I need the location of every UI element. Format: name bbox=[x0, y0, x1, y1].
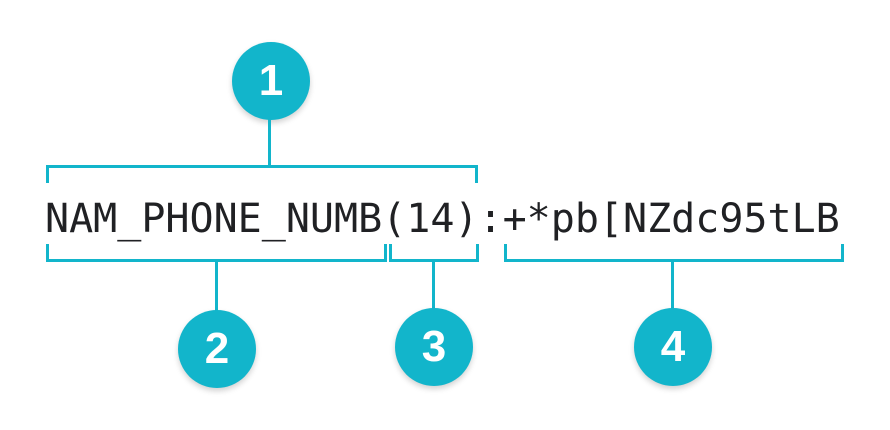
token-length: (14) bbox=[382, 196, 479, 242]
callout-4-bracket bbox=[504, 244, 844, 262]
token-string: NAM_PHONE_NUMB(14):+*pb[NZdc95tLB bbox=[45, 199, 840, 239]
callout-3-stem bbox=[432, 261, 435, 310]
callout-4-stem bbox=[671, 261, 674, 310]
callout-1-circle: 1 bbox=[232, 42, 310, 120]
callout-3-number: 3 bbox=[421, 322, 447, 371]
callout-4-number: 4 bbox=[660, 322, 686, 371]
token-encrypted-value: +*pb[NZdc95tLB bbox=[502, 196, 840, 242]
callout-2-stem bbox=[215, 261, 218, 312]
token-separator: : bbox=[478, 196, 503, 242]
callout-2-number: 2 bbox=[204, 324, 230, 373]
callout-1-number: 1 bbox=[258, 56, 284, 105]
callout-2-bracket bbox=[46, 244, 387, 262]
token-infotype-name: NAM_PHONE_NUMB bbox=[45, 196, 383, 242]
callout-2-circle: 2 bbox=[178, 310, 256, 388]
callout-1-bracket bbox=[46, 165, 478, 183]
callout-3-circle: 3 bbox=[395, 308, 473, 386]
callout-3-bracket bbox=[389, 244, 479, 262]
callout-4-circle: 4 bbox=[634, 308, 712, 386]
callout-1-stem bbox=[268, 116, 271, 166]
